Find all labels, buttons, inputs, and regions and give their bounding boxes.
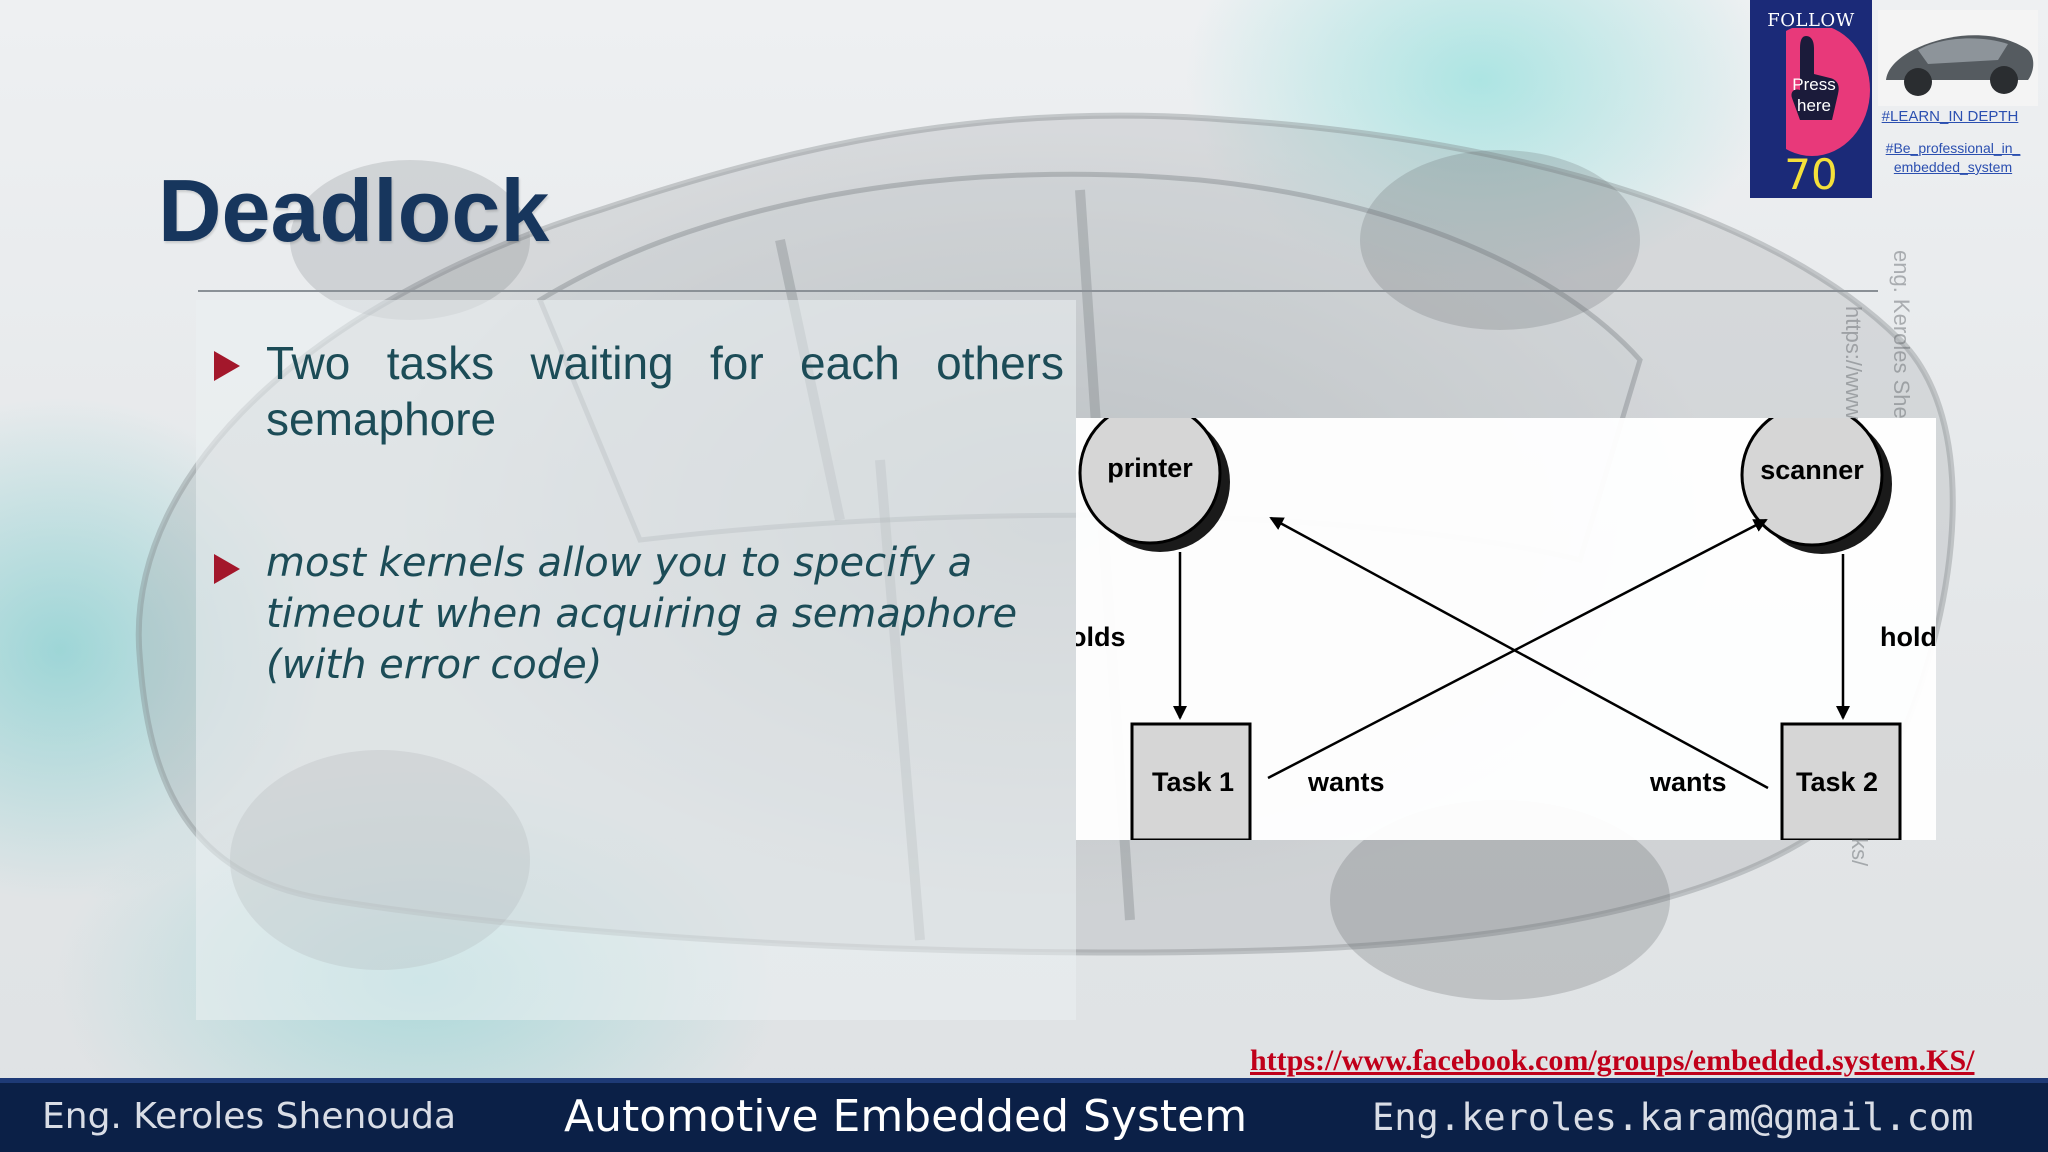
deadlock-diagram: printer scanner Task 1 Task 2 olds hold … (1076, 418, 1936, 840)
bullet-item-2: most kernels allow you to specify a time… (214, 538, 1064, 691)
bullet-item-1: Two tasks waiting for each others semaph… (214, 335, 1064, 447)
watermark-name: eng. Keroles She (1888, 250, 1914, 419)
right-wants-label: wants (1649, 767, 1727, 797)
left-holds-label: olds (1076, 622, 1126, 652)
follow-count: 70 (1750, 150, 1872, 199)
bullet-arrow-icon (214, 554, 240, 584)
task1-wants-scanner-arrow (1268, 520, 1766, 778)
car-thumbnail-image (1878, 10, 2038, 106)
be-professional-tag[interactable]: #Be_professional_in_ embedded_system (1878, 139, 2028, 177)
footer-course-title: Automotive Embedded System (564, 1091, 1247, 1142)
bullet-text: Two tasks waiting for each others semaph… (266, 335, 1064, 447)
slide-title: Deadlock (158, 160, 549, 262)
learn-in-depth-tag[interactable]: #LEARN_IN DEPTH (1880, 108, 2020, 125)
footer-email: Eng.keroles.karam@gmail.com (1372, 1096, 1973, 1139)
press-here-text[interactable]: Press here (1776, 74, 1852, 116)
left-wants-label: wants (1307, 767, 1385, 797)
bullet-arrow-icon (214, 351, 240, 381)
task1-label: Task 1 (1152, 767, 1234, 797)
footer-author: Eng. Keroles Shenouda (42, 1096, 456, 1137)
watermark-url-end: ks/ (1846, 838, 1872, 866)
facebook-group-link[interactable]: https://www.facebook.com/groups/embedded… (1250, 1044, 1974, 1078)
printer-label: printer (1107, 453, 1193, 483)
right-holds-label: hold (1880, 622, 1936, 652)
watermark-url: https://www (1840, 306, 1866, 420)
task2-label: Task 2 (1796, 767, 1878, 797)
bullet-text: most kernels allow you to specify a time… (266, 538, 1064, 691)
title-divider (198, 290, 1878, 292)
footer-bar: Eng. Keroles Shenouda Automotive Embedde… (0, 1083, 2048, 1152)
deadlock-diagram-svg: printer scanner Task 1 Task 2 olds hold … (1076, 418, 1936, 840)
scanner-label: scanner (1760, 455, 1864, 485)
